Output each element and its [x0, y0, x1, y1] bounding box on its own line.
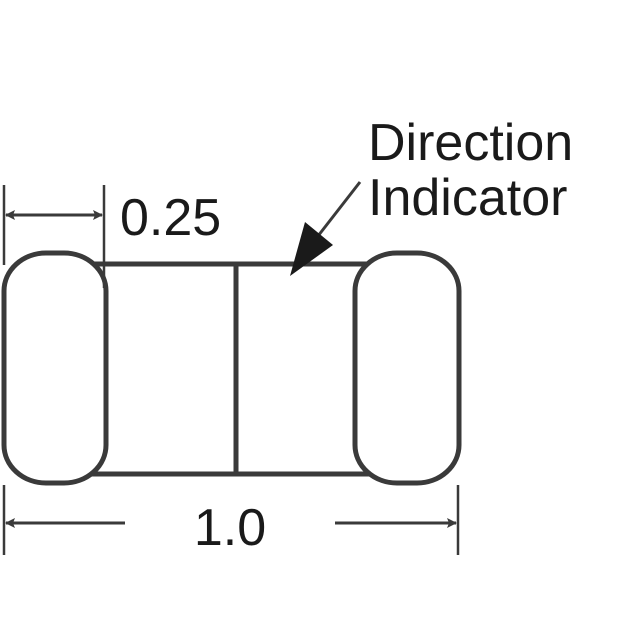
- length-dimension-label: 1.0: [194, 499, 266, 557]
- indicator-leader-line: [316, 181, 362, 237]
- left-terminal: [1, 250, 109, 486]
- indicator-label-line2: Indicator: [368, 169, 567, 227]
- indicator-label-line1: Direction: [368, 114, 573, 172]
- right-terminal: [352, 250, 462, 486]
- indicator-arrowhead: [290, 222, 333, 276]
- width-dimension-label: 0.25: [120, 189, 221, 247]
